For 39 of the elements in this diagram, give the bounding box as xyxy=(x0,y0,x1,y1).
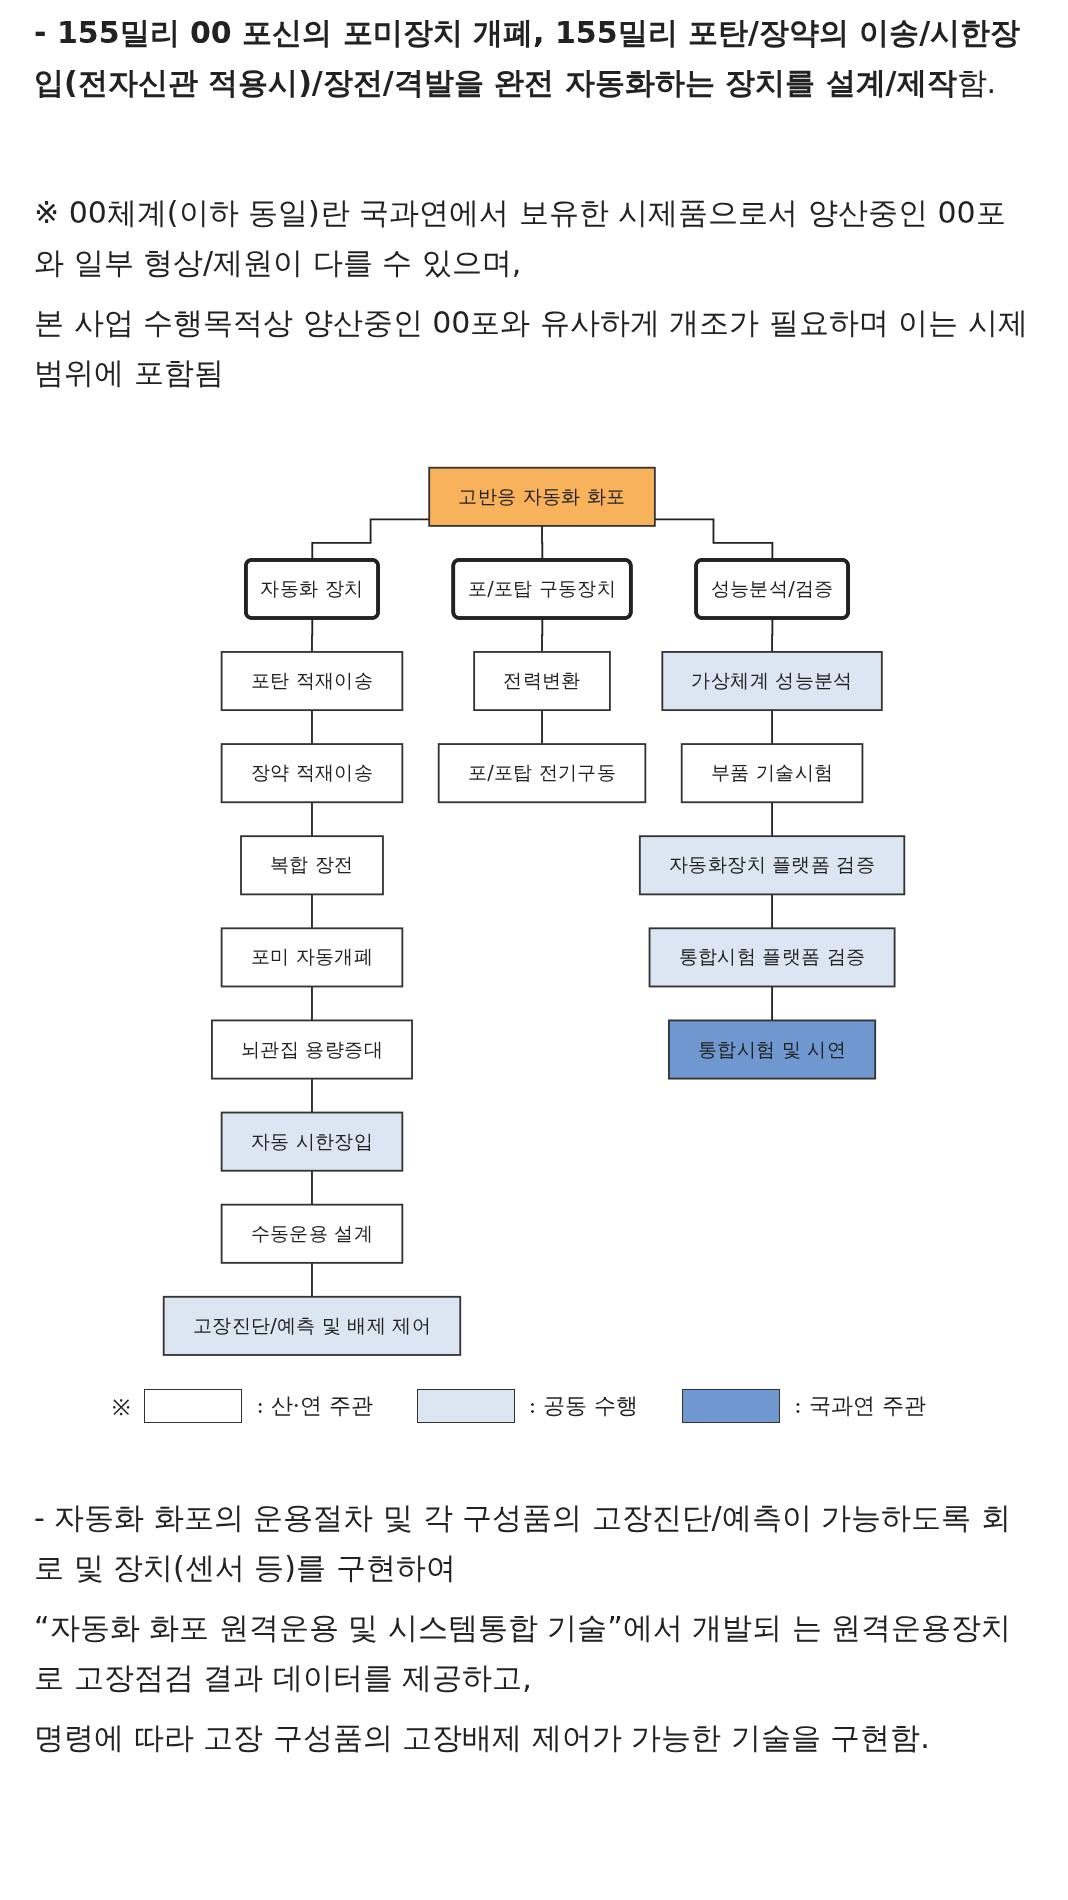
node-box xyxy=(428,466,656,527)
connector xyxy=(311,709,313,745)
paragraph: - 자동화 화포의 운용절차 및 각 구성품의 고장진단/예측이 가능하도록 회로 및 장치(센서 등)를 구현하여 xyxy=(34,1498,1012,1587)
node-box xyxy=(680,743,864,804)
connector xyxy=(541,709,543,745)
node-box xyxy=(220,1111,404,1172)
paragraph: - 155밀리 00 포신의 포미장치 개폐, 155밀리 포탄/장약의 이송/시한장입(전자신관 적용시)/장전/격발을 완전 자동화하는 장치를 설계/제작함. xyxy=(34,14,1022,102)
connector xyxy=(771,709,773,745)
node-box xyxy=(220,743,404,804)
node-box xyxy=(220,651,404,712)
connector xyxy=(311,1261,313,1298)
connector xyxy=(311,985,313,1022)
connector xyxy=(311,801,313,838)
node-box xyxy=(211,1019,413,1080)
node-box xyxy=(638,835,906,896)
node-box xyxy=(220,1203,404,1264)
paragraph: “자동화 화포 원격운용 및 시스템통합 기술”에서 개발되 는 원격운용장치로 고장점검 결과 데이터를 제공하고, xyxy=(34,1608,1013,1697)
node-box xyxy=(661,651,883,712)
connector xyxy=(311,1077,313,1114)
legend-label: : 국과연 주관 xyxy=(794,1391,926,1420)
node-box xyxy=(668,1019,877,1080)
node-box xyxy=(473,651,611,712)
paragraph: ※ 00체계(이하 동일)란 국과연에서 보유한 시제품으로서 양산중인 00포와 일부 형상/제원이 다를 수 있으며, xyxy=(34,194,1007,282)
node-box xyxy=(162,1295,462,1356)
connector xyxy=(771,985,773,1022)
paragraph: 명령에 따라 고장 구성품의 고장배제 제어가 가능한 기술을 구현함. xyxy=(34,1718,931,1757)
connector xyxy=(771,801,773,838)
node-box xyxy=(220,927,404,988)
org-chart: 고반응 자동화 화포 자동화 장치 포/포탑 구동장치 성능분석/검증 포탄 적재이송 장약 적재이송 복합 장전 포미 자동개폐 뇌관집 용량증대 자동 시한장입 수동운용 설계 고장진단/예측 및 배제 제어 전력변환 포/포탑 전기구동 가상체계 성능분석 부품 기술시험 자동화장치 플랫폼 검증 통합시험 플랫폼 검증 통합시험 및 시연 xyxy=(154,458,914,1365)
note-mark: ※ xyxy=(112,1393,131,1421)
connector xyxy=(311,1169,313,1206)
legend-label: : 공동 수행 xyxy=(528,1391,639,1420)
node-box xyxy=(437,743,647,804)
paragraph: 본 사업 수행목적상 양산중인 00포와 유사하게 개조가 필요하며 이는 시제범위에 포함됨 xyxy=(34,304,1029,392)
connector xyxy=(771,893,773,930)
node-box xyxy=(240,835,384,896)
node-box xyxy=(648,927,896,988)
connector xyxy=(311,893,313,930)
legend-label: : 산·연 주관 xyxy=(256,1391,373,1420)
